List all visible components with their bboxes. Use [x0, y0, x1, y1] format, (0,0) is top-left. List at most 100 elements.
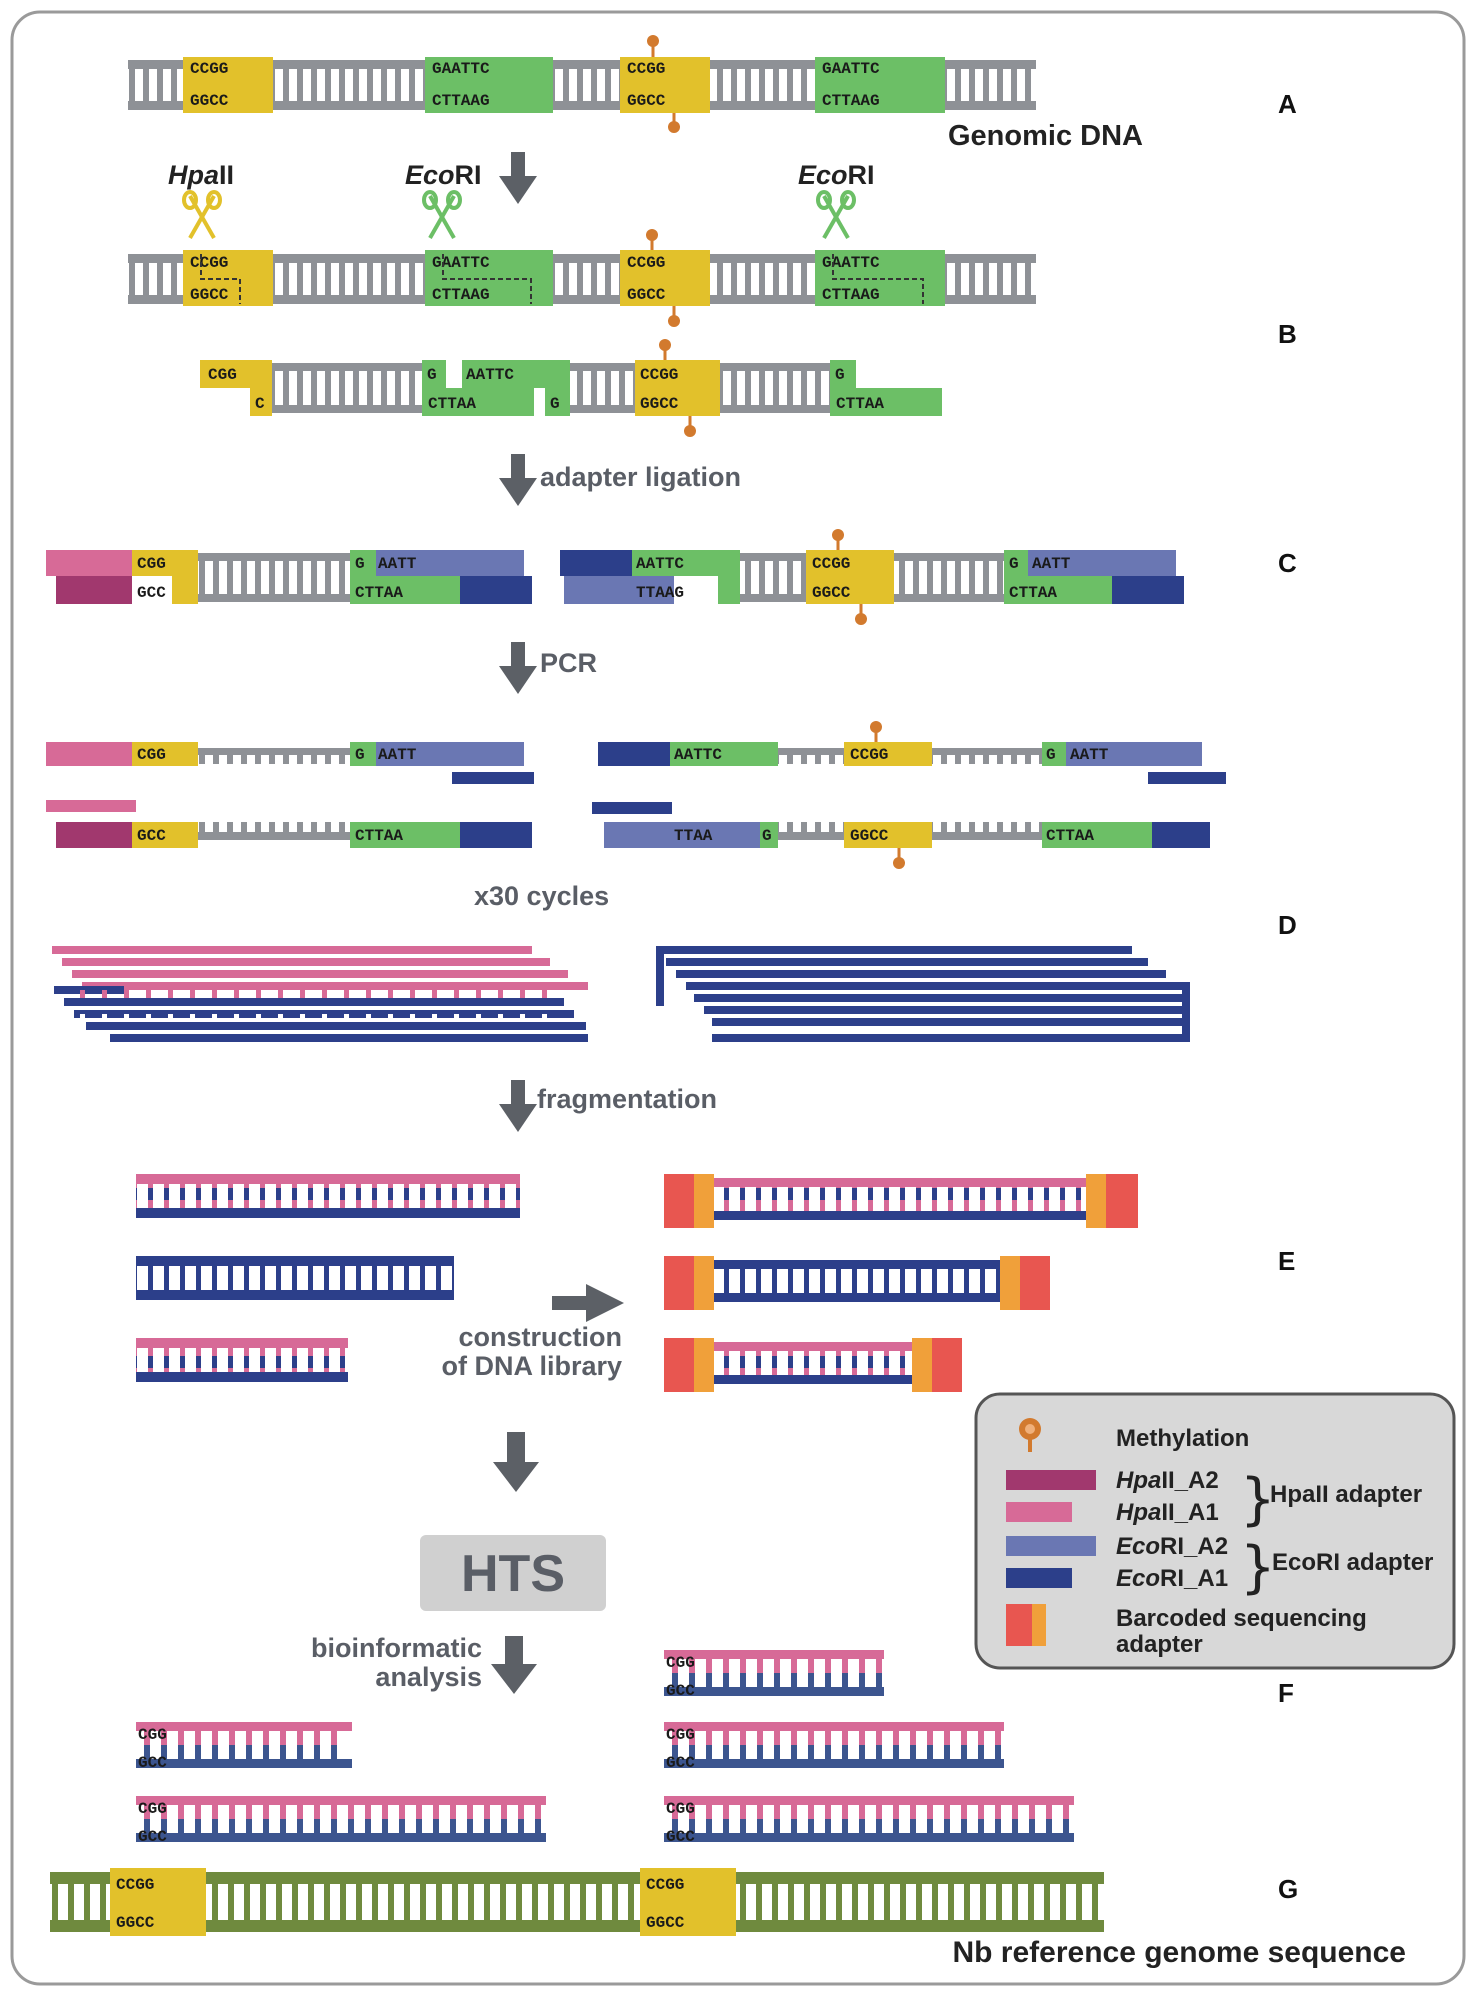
read-rung	[876, 1731, 882, 1745]
legend-hpa-a2: HpaII_A2	[1116, 1467, 1219, 1494]
read-rung	[859, 1659, 865, 1673]
amplicon-strand	[64, 998, 564, 1006]
panel-letter-e: E	[1278, 1246, 1295, 1276]
read-rung	[263, 1805, 269, 1819]
read-rung	[365, 1805, 371, 1819]
seq-gcc: GCC	[137, 827, 166, 845]
read-rung	[484, 1805, 490, 1819]
seq-cgg: CGG	[138, 1726, 167, 1744]
seq-ccgg: CCGG	[812, 555, 850, 573]
library-fragments	[664, 1174, 1138, 1392]
read-rung	[876, 1745, 882, 1759]
amplicon-gap	[520, 1014, 525, 1022]
seq-g: G	[1009, 555, 1019, 573]
amplicon-gap	[124, 1014, 129, 1022]
read-rung	[893, 1731, 899, 1745]
amplicon-rung	[168, 990, 173, 998]
read-rung	[791, 1805, 797, 1819]
read-rung	[774, 1805, 780, 1819]
panel-letter-d: D	[1278, 910, 1297, 940]
amplicon-rung	[454, 990, 459, 998]
seq-gcc: GCC	[137, 584, 166, 602]
seq-aattc: AATTC	[466, 366, 514, 384]
read-rung	[161, 1805, 167, 1819]
read-rung	[706, 1673, 712, 1687]
read-rung	[978, 1731, 984, 1745]
read-rung	[842, 1819, 848, 1833]
seq-ggcc: GGCC	[190, 92, 229, 110]
read-rung	[1029, 1819, 1035, 1833]
read-rung	[740, 1731, 746, 1745]
read-rung	[859, 1731, 865, 1745]
seq-aatt: AATT	[378, 555, 417, 573]
amplicon-gap	[366, 1014, 371, 1022]
read-rung	[178, 1819, 184, 1833]
seq-gaattc: GAATTC	[822, 60, 880, 78]
amplicon-stack-blue	[656, 946, 1190, 1042]
hts-label: HTS	[461, 1545, 565, 1603]
cut-dna-strand: CCGG GGCC GAATTC CTTAAG CCGG GGCC GAATTC…	[128, 229, 1036, 327]
amplicon-rung	[190, 990, 195, 998]
seq-cgg: CGG	[138, 1800, 167, 1818]
read-rung	[672, 1745, 678, 1759]
read-rung	[825, 1819, 831, 1833]
amplicon-strand	[656, 946, 1132, 954]
read-rung	[161, 1745, 167, 1759]
read-rung	[1046, 1805, 1052, 1819]
read-rung	[808, 1805, 814, 1819]
read-rung	[212, 1745, 218, 1759]
amplicon-gap	[498, 1014, 503, 1022]
read-rung	[1063, 1819, 1069, 1833]
amplicon-gap	[344, 1014, 349, 1022]
fragments-left	[136, 1174, 520, 1382]
amplicon-gap	[410, 1014, 415, 1022]
seq-cttaa: CTTAA	[428, 395, 476, 413]
seq-gcc: GCC	[138, 1828, 167, 1846]
read-top-strand	[664, 1650, 884, 1659]
read-rung	[893, 1805, 899, 1819]
seq-cgg: CGG	[666, 1726, 695, 1744]
read-rung	[825, 1659, 831, 1673]
seq-g: G	[427, 366, 437, 384]
seq-ttaa: TTAA	[674, 827, 713, 845]
read-rung	[927, 1731, 933, 1745]
read-rung	[706, 1819, 712, 1833]
read-rung	[1012, 1819, 1018, 1833]
amplicon-gap	[1042, 990, 1054, 993]
scissors-icon	[182, 190, 222, 239]
amplicon-gap	[1086, 990, 1098, 993]
read-rung	[910, 1805, 916, 1819]
read-rung	[246, 1819, 252, 1833]
read-rung	[229, 1805, 235, 1819]
scissors-icon	[422, 190, 462, 239]
step-construction-line2: of DNA library	[441, 1351, 622, 1381]
amplicon-gap	[1118, 1014, 1130, 1017]
amplicon-gap	[322, 1014, 327, 1022]
amplicon-rung	[498, 990, 503, 998]
read-rung	[978, 1819, 984, 1833]
read-rung	[740, 1819, 746, 1833]
panel-letter-a: A	[1278, 89, 1297, 119]
read-rung	[331, 1805, 337, 1819]
read-rung	[263, 1731, 269, 1745]
read-rung	[348, 1805, 354, 1819]
ligated-fragment-eco-eco: AATTC TTAAG CCGG GGCC G AATT CTTAA	[560, 529, 1184, 625]
read-rung	[876, 1805, 882, 1819]
read-rung	[791, 1673, 797, 1687]
read-rung	[842, 1659, 848, 1673]
read-top-strand	[136, 1796, 546, 1805]
read-rung	[774, 1745, 780, 1759]
amplicon-gap	[476, 1014, 481, 1022]
read-rung	[808, 1731, 814, 1745]
read-rung	[859, 1745, 865, 1759]
legend-methylation: Methylation	[1116, 1425, 1249, 1452]
down-arrow-icon	[499, 454, 537, 506]
seq-ccgg: CCGG	[640, 366, 678, 384]
read-bottom-strand	[664, 1833, 1074, 1842]
legend-hpa-adapter: HpaII adapter	[1270, 1481, 1422, 1508]
methylation-icon	[659, 339, 696, 437]
enzyme-label-ecori: EcoRI	[798, 160, 875, 190]
genomic-dna-strand: CCGG GGCC GAATTC CTTAAG CCGG GGCC GAATTC…	[128, 35, 1036, 133]
legend-eco-adapter: EcoRI adapter	[1272, 1549, 1433, 1576]
read-rung	[723, 1805, 729, 1819]
